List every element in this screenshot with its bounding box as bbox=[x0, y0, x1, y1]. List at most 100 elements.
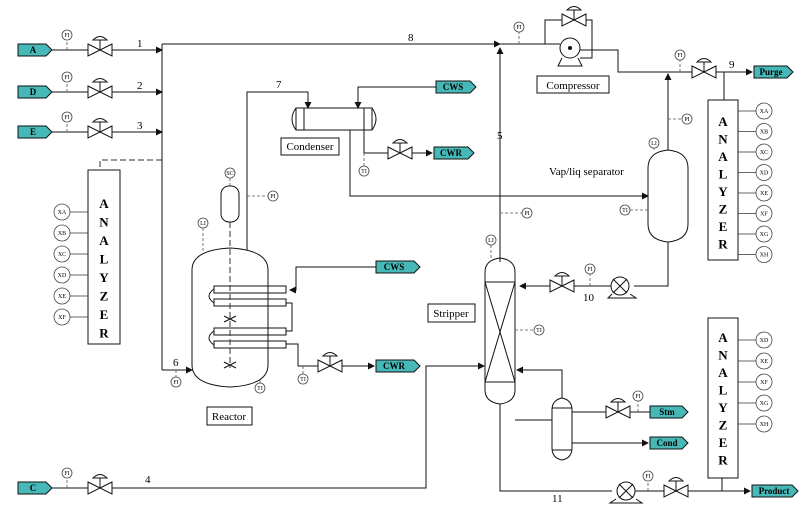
svg-text:FI: FI bbox=[516, 25, 521, 31]
svg-text:XG: XG bbox=[760, 401, 769, 407]
analyzer-letter: N bbox=[718, 348, 728, 363]
svg-text:XA: XA bbox=[760, 109, 769, 115]
svg-text:FI: FI bbox=[64, 33, 69, 39]
stream-condensate-label: Cond bbox=[656, 438, 677, 448]
pi-instrument-stripper: PI bbox=[500, 207, 533, 219]
analyzer-component-tag: XB bbox=[755, 123, 773, 140]
svg-text:XD: XD bbox=[760, 338, 769, 344]
svg-text:XC: XC bbox=[58, 252, 66, 258]
analyzer-component-tag: XF bbox=[755, 373, 773, 391]
condenser-cws-line bbox=[354, 86, 436, 109]
stream-steam-label: Stm bbox=[659, 407, 675, 417]
svg-text:XF: XF bbox=[760, 380, 768, 386]
ti-instrument-reactor-cwr: TI bbox=[297, 366, 309, 385]
analyzer-letter: R bbox=[718, 237, 728, 252]
condenser-outlet-line bbox=[349, 130, 649, 200]
analyzer-letter: A bbox=[99, 196, 109, 211]
svg-text:FI: FI bbox=[64, 471, 69, 477]
condenser-label: Condenser bbox=[286, 141, 333, 153]
separator-label: Vap/liq separator bbox=[549, 166, 624, 178]
svg-text:PI: PI bbox=[270, 194, 275, 200]
stream-d-label: D bbox=[30, 87, 37, 97]
svg-text:LI: LI bbox=[200, 221, 206, 227]
analyzer-letter: Y bbox=[718, 184, 728, 199]
analyzer-letter: E bbox=[719, 435, 728, 450]
analyzer-letter: L bbox=[719, 167, 728, 182]
analyzer-letter: Z bbox=[100, 289, 109, 304]
fi-instrument-recycle: FI bbox=[513, 21, 525, 44]
analyzer-letter: E bbox=[100, 307, 109, 322]
stream-number-6: 6 bbox=[173, 357, 179, 369]
svg-text:XH: XH bbox=[760, 422, 769, 428]
condenser bbox=[291, 107, 377, 131]
stream-a-feed: A 1 bbox=[17, 36, 163, 57]
compressor-recycle-line bbox=[544, 19, 562, 44]
analyzer-component-tag: XG bbox=[755, 394, 773, 412]
li-instrument-separator: LI bbox=[648, 137, 660, 150]
reactor-outlet-line-7 bbox=[246, 91, 312, 250]
svg-text:FI: FI bbox=[645, 474, 650, 480]
stream-cws-condenser bbox=[435, 80, 477, 94]
analyzer-letter: L bbox=[719, 383, 728, 398]
analyzer-letter: A bbox=[718, 365, 728, 380]
separator-bottom-line bbox=[634, 242, 669, 287]
analyzer-component-tag: XH bbox=[755, 246, 773, 263]
pump-icon bbox=[608, 481, 644, 504]
analyzer-letter: Z bbox=[719, 418, 728, 433]
reactor-agitator-motor bbox=[220, 178, 240, 223]
stream-cwr-condenser-label: CWR bbox=[440, 148, 462, 158]
svg-text:XE: XE bbox=[760, 359, 768, 365]
stream-product-label: Product bbox=[759, 486, 790, 496]
analyzer-component-tag: XA bbox=[755, 102, 773, 120]
compressor-discharge-line bbox=[580, 49, 692, 73]
stripper-column bbox=[484, 257, 516, 405]
fi-instrument-separator-bottom: FI bbox=[584, 263, 596, 286]
analyzer-component-tag: XC bbox=[53, 245, 71, 263]
fi-instrument-d: FI bbox=[61, 71, 73, 92]
analyzer-letter: R bbox=[718, 453, 728, 468]
stream-number-1: 1 bbox=[137, 38, 143, 50]
stream-cwr-condenser bbox=[433, 146, 475, 160]
pump-icon bbox=[606, 276, 638, 299]
analyzer-letter: N bbox=[718, 132, 728, 147]
analyzer-letter: A bbox=[718, 114, 728, 129]
pi-instrument-reactor: PI bbox=[247, 190, 279, 202]
li-instrument-stripper: LI bbox=[485, 234, 497, 258]
svg-text:XA: XA bbox=[58, 210, 67, 216]
fi-instrument-product: FI bbox=[642, 470, 654, 491]
fi-instrument-purge: FI bbox=[674, 49, 686, 72]
analyzer-component-tag: XG bbox=[755, 225, 773, 243]
analyzer-component-tag: XD bbox=[755, 164, 773, 181]
reactor-vessel bbox=[191, 222, 293, 388]
analyzer-letter: Y bbox=[718, 400, 728, 415]
svg-text:LI: LI bbox=[488, 238, 494, 244]
compressor-label: Compressor bbox=[546, 80, 600, 92]
svg-text:XH: XH bbox=[760, 253, 769, 259]
svg-text:LI: LI bbox=[651, 141, 657, 147]
reactor-label: Reactor bbox=[212, 411, 247, 423]
analyzer-letter: R bbox=[99, 326, 109, 341]
stream-number-10: 10 bbox=[583, 292, 595, 304]
svg-text:FI: FI bbox=[64, 115, 69, 121]
reboiler bbox=[551, 397, 573, 461]
stream-condensate bbox=[649, 436, 689, 450]
svg-text:TI: TI bbox=[257, 386, 263, 392]
fi-instrument-steam: FI bbox=[632, 390, 644, 412]
stripper-bottom-line-11 bbox=[499, 404, 612, 492]
analyzer-component-tag: XF bbox=[755, 205, 773, 222]
analyzer-component-tag: XA bbox=[53, 203, 71, 221]
stream-e-label: E bbox=[30, 127, 36, 137]
svg-text:TI: TI bbox=[300, 377, 306, 383]
svg-text:XF: XF bbox=[58, 315, 66, 321]
analyzer-right-bottom-tags: XD XE XF XG XH bbox=[738, 331, 773, 433]
svg-text:TI: TI bbox=[622, 208, 628, 214]
analyzer-component-tag: XD bbox=[53, 266, 71, 284]
condenser-cwr-line bbox=[363, 130, 388, 154]
ti-instrument-separator: TI bbox=[619, 204, 648, 216]
reactor-cws-line bbox=[289, 266, 376, 294]
analyzer-component-tag: XB bbox=[53, 224, 71, 242]
